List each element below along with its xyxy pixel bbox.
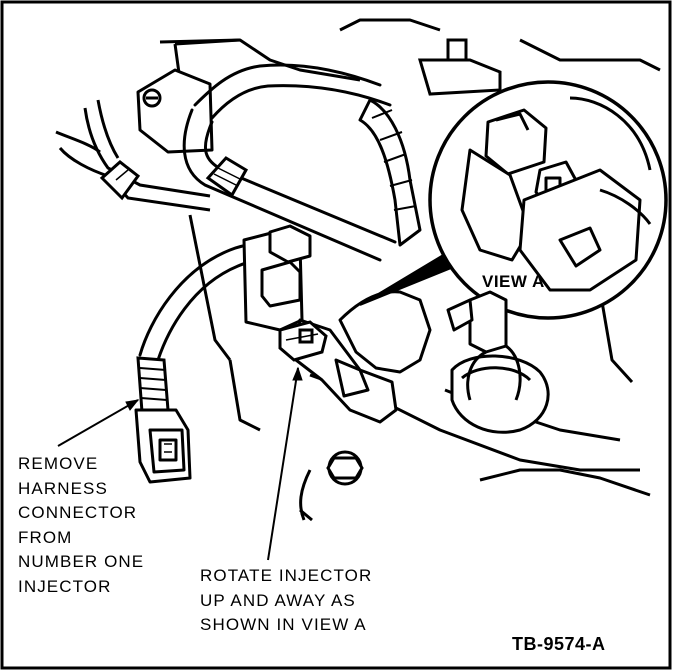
injector-electrical-connector bbox=[278, 320, 328, 362]
leader-lines bbox=[57, 367, 299, 561]
remove-harness-connector-label: REMOVE HARNESS CONNECTOR FROM NUMBER ONE… bbox=[18, 452, 144, 599]
hose-clamp bbox=[205, 156, 249, 198]
remove-harness-line-2: HARNESS bbox=[18, 478, 108, 498]
view-a-injector-stem bbox=[446, 290, 522, 401]
top-bolt bbox=[417, 38, 502, 96]
vacuum-clip bbox=[99, 160, 141, 201]
remove-harness-line-5: NUMBER ONE bbox=[18, 552, 145, 571]
remove-harness-line-6: INJECTOR bbox=[18, 576, 112, 596]
view-a-detail bbox=[460, 96, 652, 292]
remove-harness-line-1: REMOVE bbox=[18, 454, 99, 473]
leader-arrowheads bbox=[125, 366, 303, 411]
rotate-injector-line-2: UP AND AWAY AS bbox=[200, 590, 356, 610]
rotate-injector-line-3: SHOWN IN VIEW A bbox=[200, 615, 367, 634]
mount-bracket bbox=[136, 68, 214, 154]
corrugated-sleeve bbox=[136, 356, 170, 414]
harness-connector bbox=[134, 408, 192, 484]
lower-bolt bbox=[299, 450, 364, 522]
remove-harness-line-3: CONNECTOR bbox=[18, 503, 138, 522]
fuel-rail bbox=[338, 290, 550, 434]
rotate-injector-label: ROTATE INJECTOR UP AND AWAY AS SHOWN IN … bbox=[200, 564, 372, 638]
figure-border bbox=[0, 0, 672, 670]
upper-hose bbox=[358, 98, 422, 247]
remove-harness-line-4: FROM bbox=[18, 527, 73, 547]
view-a-label: VIEW A bbox=[482, 272, 545, 291]
rotate-injector-line-1: ROTATE INJECTOR bbox=[200, 566, 373, 585]
figure-code: TB-9574-A bbox=[512, 634, 606, 654]
